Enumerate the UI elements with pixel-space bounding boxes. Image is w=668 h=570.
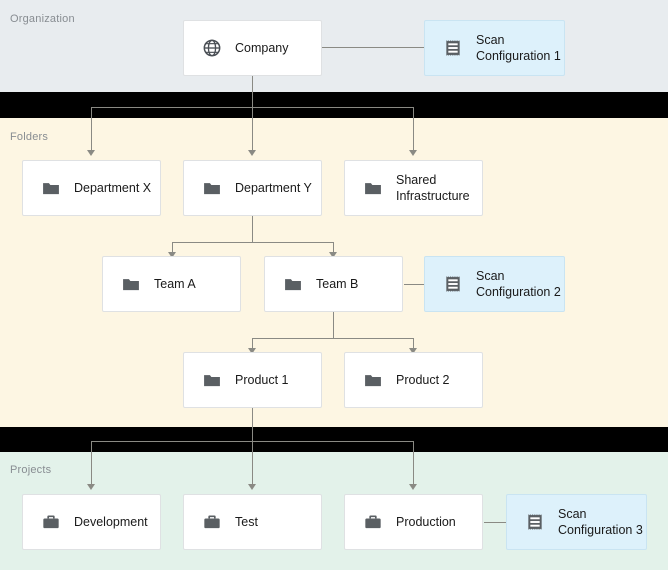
- folder-icon: [204, 183, 220, 195]
- node-product-1-label: Product 1: [235, 373, 289, 387]
- node-company-label: Company: [235, 41, 289, 55]
- section-label-organization: Organization: [10, 13, 75, 25]
- node-production[interactable]: Production: [344, 494, 483, 550]
- node-scan-configuration-1[interactable]: Scan Configuration 1: [424, 20, 565, 76]
- node-product-2[interactable]: Product 2: [344, 352, 483, 408]
- node-production-label: Production: [396, 515, 456, 529]
- node-shared-infrastructure[interactable]: Shared Infrastructure: [344, 160, 483, 216]
- folder-icon: [43, 183, 59, 195]
- node-scan-configuration-2-label: Scan Configuration 2: [476, 269, 561, 299]
- scan-config-icon: [528, 514, 542, 530]
- arrowhead-deptx: [87, 150, 95, 156]
- node-department-x[interactable]: Department X: [22, 160, 161, 216]
- node-scan-configuration-1-label: Scan Configuration 1: [476, 33, 561, 63]
- folder-icon: [123, 279, 139, 291]
- folder-icon: [365, 183, 381, 195]
- edge-teamb-to-scan2: [404, 284, 424, 285]
- edge-product1-stem: [252, 408, 253, 441]
- edge-depty-stem: [252, 216, 253, 242]
- edge-company-stem: [252, 76, 253, 107]
- node-department-y[interactable]: Department Y: [183, 160, 322, 216]
- briefcase-icon: [204, 515, 220, 529]
- node-company[interactable]: Company: [183, 20, 322, 76]
- briefcase-icon: [43, 515, 59, 529]
- arrowhead-shared: [409, 150, 417, 156]
- folder-icon: [285, 279, 301, 291]
- edge-company-to-shared: [413, 107, 414, 152]
- folder-icon: [365, 375, 381, 387]
- node-team-b[interactable]: Team B: [264, 256, 403, 312]
- node-department-x-label: Department X: [74, 181, 152, 195]
- briefcase-icon: [365, 515, 381, 529]
- folder-icon: [204, 375, 220, 387]
- edge-product1-to-development: [91, 441, 92, 486]
- node-team-a[interactable]: Team A: [102, 256, 241, 312]
- edge-teamb-bus: [252, 338, 414, 339]
- edge-depty-to-teamb: [333, 242, 334, 254]
- arrowhead-product2: [409, 348, 417, 354]
- node-scan-configuration-2[interactable]: Scan Configuration 2: [424, 256, 565, 312]
- section-organization: [0, 0, 668, 92]
- edge-teamb-to-product1: [252, 338, 253, 350]
- section-label-folders: Folders: [10, 131, 49, 143]
- section-label-projects: Projects: [10, 464, 52, 476]
- node-scan-configuration-3-label: Scan Configuration 3: [558, 507, 643, 537]
- arrowhead-production: [409, 484, 417, 490]
- globe-icon: [203, 39, 221, 57]
- edge-teamb-stem: [333, 312, 334, 338]
- arrowhead-teama: [168, 252, 176, 258]
- edge-company-to-depty: [252, 107, 253, 152]
- edge-company-to-deptx: [91, 107, 92, 152]
- edge-production-to-scan3: [484, 522, 506, 523]
- edge-teamb-to-product2: [413, 338, 414, 350]
- node-team-b-label: Team B: [316, 277, 359, 291]
- edge-product1-to-test: [252, 441, 253, 486]
- node-test[interactable]: Test: [183, 494, 322, 550]
- node-test-label: Test: [235, 515, 258, 529]
- scan-config-icon: [446, 276, 460, 292]
- node-department-y-label: Department Y: [235, 181, 312, 195]
- scan-config-icon: [446, 40, 460, 56]
- node-product-1[interactable]: Product 1: [183, 352, 322, 408]
- edge-company-to-scan1: [322, 47, 430, 48]
- node-shared-infrastructure-label: Shared Infrastructure: [396, 173, 470, 203]
- arrowhead-product1: [248, 348, 256, 354]
- node-scan-configuration-3[interactable]: Scan Configuration 3: [506, 494, 647, 550]
- arrowhead-depty: [248, 150, 256, 156]
- arrowhead-teamb: [329, 252, 337, 258]
- arrowhead-development: [87, 484, 95, 490]
- edge-depty-bus: [172, 242, 334, 243]
- edge-product1-to-production: [413, 441, 414, 486]
- edge-depty-to-teama: [172, 242, 173, 254]
- node-team-a-label: Team A: [154, 277, 196, 291]
- node-development[interactable]: Development: [22, 494, 161, 550]
- node-development-label: Development: [74, 515, 148, 529]
- arrowhead-test: [248, 484, 256, 490]
- node-product-2-label: Product 2: [396, 373, 450, 387]
